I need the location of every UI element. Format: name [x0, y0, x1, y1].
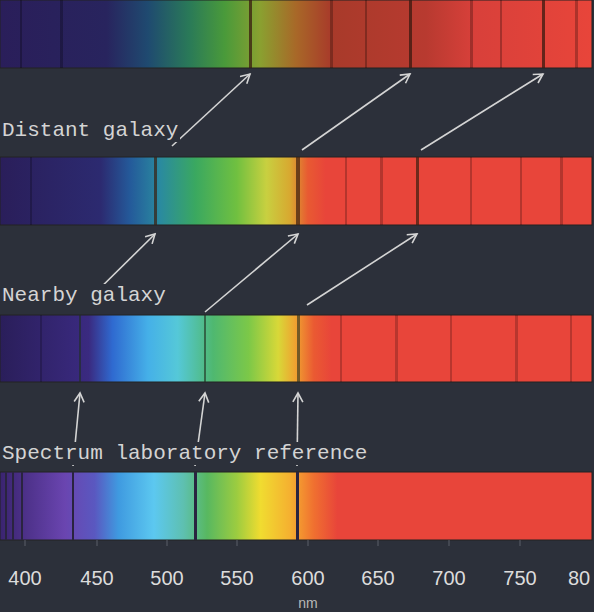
spectrum-label: Nearby galaxy: [0, 284, 168, 307]
nearby-spectrum: [0, 315, 592, 382]
distant-spectrum: [0, 0, 592, 68]
axis-value: 600: [291, 568, 324, 588]
axis-value: 500: [150, 568, 183, 588]
redshifted-spectrum: [0, 157, 592, 225]
axis-ticks: [25, 540, 520, 546]
axis-value: 700: [432, 568, 465, 588]
axis-value: 80: [568, 568, 590, 588]
axis-unit: nm: [298, 596, 317, 610]
axis-value: 400: [8, 568, 41, 588]
axis-value: 550: [220, 568, 253, 588]
axis-value: 450: [80, 568, 113, 588]
spectrum-label: Distant galaxy: [0, 119, 180, 142]
spectrum-label: Spectrum laboratory reference: [0, 442, 369, 465]
reference-spectrum: [0, 472, 592, 540]
axis-value: 750: [503, 568, 536, 588]
axis-value: 650: [361, 568, 394, 588]
